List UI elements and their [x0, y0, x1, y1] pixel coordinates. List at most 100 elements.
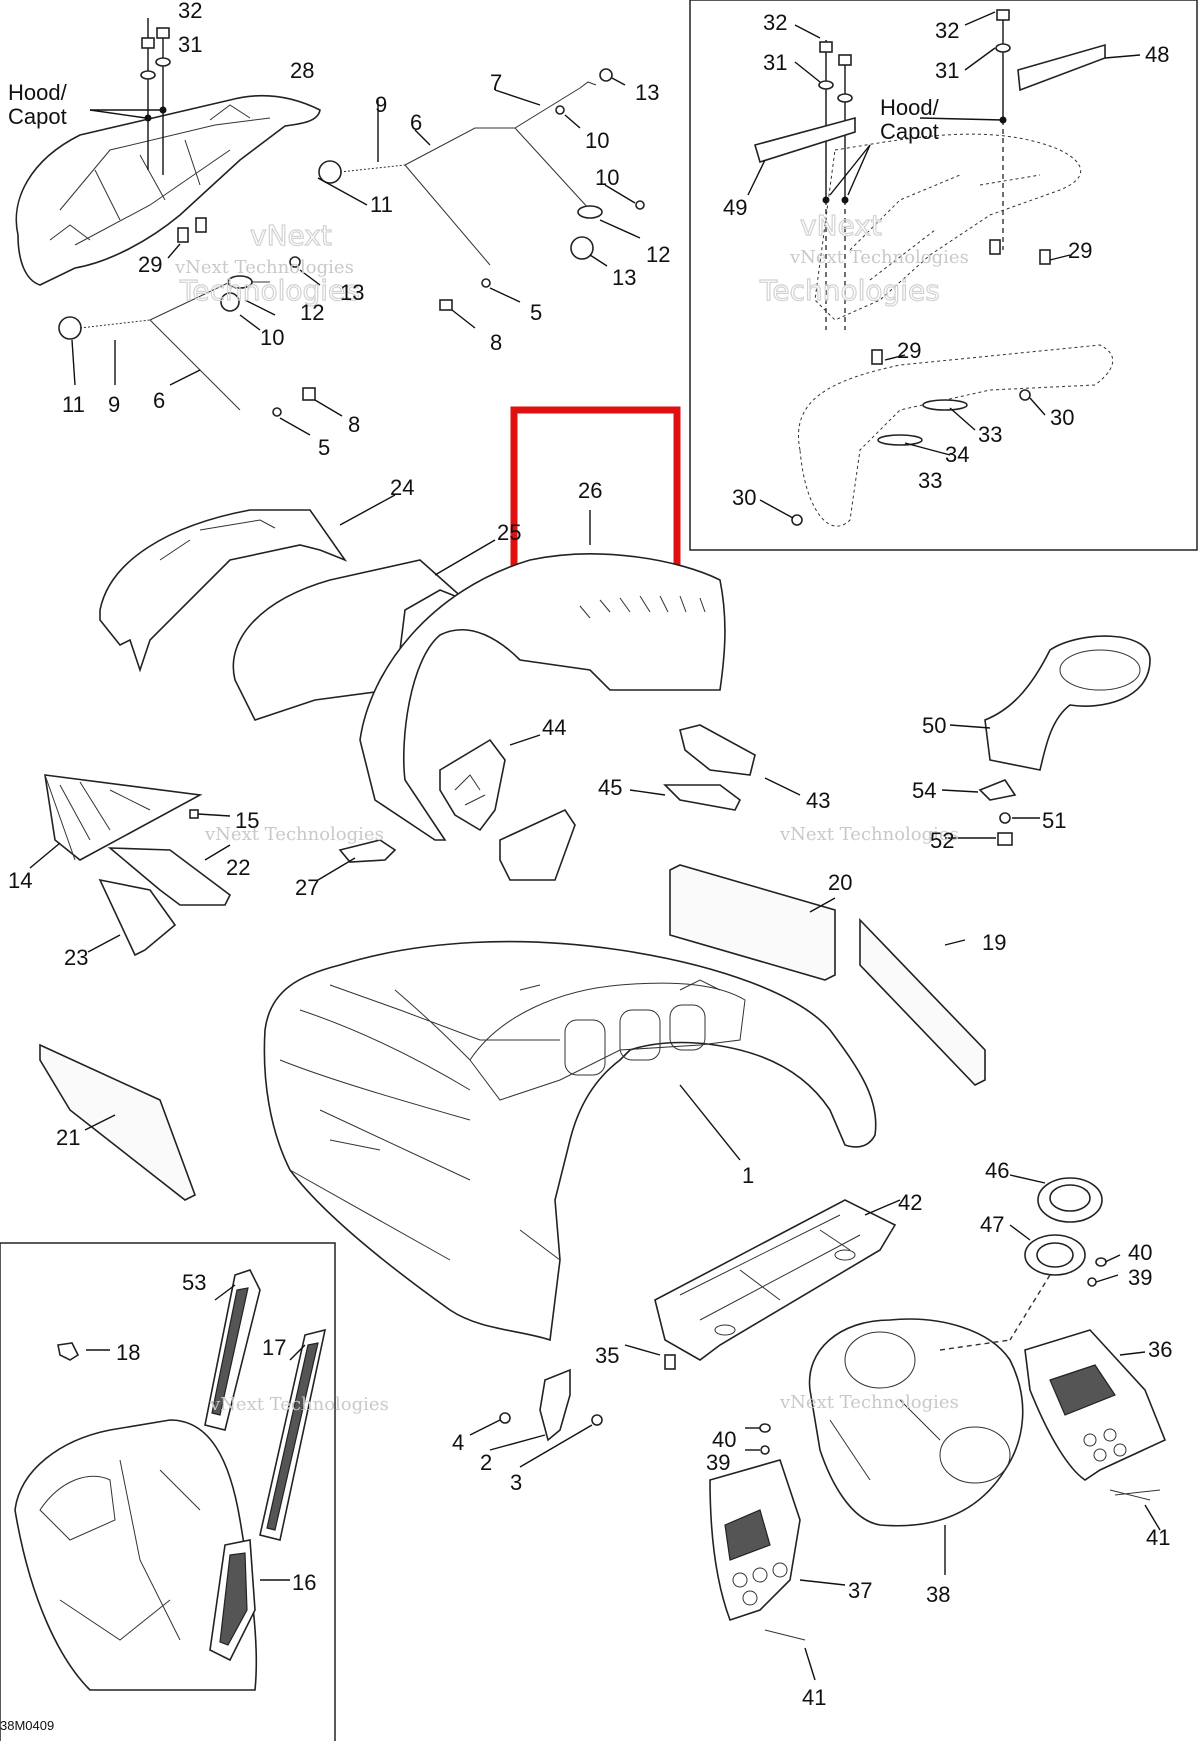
clip-part-18 [57, 1342, 110, 1361]
callout-43: 43 [806, 788, 830, 813]
callout-19: 19 [982, 930, 1006, 955]
callout-14: 14 [8, 868, 32, 893]
grip-strip-part-53 [204, 1269, 261, 1431]
callout-10: 10 [260, 325, 284, 350]
inset-box-side-panel [0, 1242, 336, 1741]
hood-cable-assembly-upper [317, 68, 645, 329]
callout-46: 46 [985, 1158, 1009, 1183]
callout-22: 22 [226, 855, 250, 880]
callout-36: 36 [1148, 1337, 1172, 1362]
callout-52: 52 [930, 828, 954, 853]
callout-16: 16 [292, 1570, 316, 1595]
callout-39: 39 [1128, 1265, 1152, 1290]
hood-label-right: Hood/ Capot [880, 95, 940, 144]
foam-pad-part-19 [859, 918, 986, 1086]
vent-panel-part-37 [709, 1459, 846, 1681]
callout-11: 11 [62, 392, 85, 417]
callout-2: 2 [480, 1450, 492, 1475]
callout-30: 30 [1050, 405, 1074, 430]
screws-40-39-right [1087, 1254, 1121, 1287]
callout-8: 8 [490, 330, 502, 355]
callout-40: 40 [1128, 1240, 1152, 1265]
bolts-29-left [167, 217, 207, 259]
lens-part-14 [29, 774, 203, 869]
callout-32: 32 [763, 10, 787, 35]
callout-37: 37 [848, 1578, 872, 1603]
clip-part-43 [679, 724, 801, 796]
callout-38: 38 [926, 1582, 950, 1607]
callout-31: 31 [935, 58, 959, 83]
bolt-part-35 [624, 1344, 676, 1370]
callout-41: 41 [802, 1685, 826, 1710]
pad-part-45 [499, 784, 742, 881]
callout-47: 47 [980, 1212, 1004, 1237]
svg-text:Technologies: Technologies [179, 274, 360, 307]
callout-44: 44 [542, 715, 566, 740]
svg-text:vNext Technologies: vNext Technologies [789, 247, 969, 268]
callout-24: 24 [390, 475, 414, 500]
callout-29: 29 [897, 338, 921, 363]
callout-11: 11 [370, 192, 393, 217]
screws-40-39-lower [745, 1423, 771, 1455]
panel-part-26 [359, 510, 726, 841]
callout-12: 12 [300, 300, 324, 325]
callout-15: 15 [235, 808, 259, 833]
callout-31: 31 [178, 32, 202, 57]
callout-28: 28 [290, 58, 314, 83]
callout-32: 32 [178, 0, 202, 23]
seat-side-panel [14, 1419, 258, 1691]
callout-53: 53 [182, 1270, 206, 1295]
svg-text:vNext Technologies: vNext Technologies [204, 824, 384, 845]
callout-5: 5 [530, 300, 542, 325]
callout-4: 4 [452, 1430, 464, 1455]
callout-9: 9 [108, 392, 120, 417]
grip-pad-part-16 [209, 1539, 290, 1662]
grip-strip-part-17 [259, 1328, 327, 1541]
callout-3: 3 [510, 1470, 522, 1495]
hood-label-left: Hood/ Capot [8, 80, 68, 129]
watermark-group: vNext Technologies vNext Technologies vN… [174, 208, 969, 1415]
bolt-stack-32-31-left [89, 18, 171, 175]
callout-40: 40 [712, 1427, 736, 1452]
callout-17: 17 [262, 1335, 286, 1360]
callout-9: 9 [375, 92, 387, 117]
trim-part-23 [87, 878, 177, 957]
drawing-code: 38M0409 [0, 1718, 55, 1733]
foam-pad-part-20 [669, 864, 836, 981]
callout-1: 1 [742, 1163, 754, 1188]
callout-20: 20 [828, 870, 852, 895]
callout-21: 21 [56, 1125, 80, 1150]
callout-25: 25 [497, 520, 521, 545]
callout-13: 13 [340, 280, 364, 305]
bracket-part-44 [439, 734, 541, 832]
callout-49: 49 [723, 195, 747, 220]
svg-text:vNext: vNext [250, 219, 332, 252]
hood-part-1 [263, 940, 877, 1342]
callout-33: 33 [978, 422, 1002, 447]
callout-45: 45 [598, 775, 622, 800]
svg-text:Capot: Capot [8, 104, 67, 129]
callout-39: 39 [706, 1450, 730, 1475]
callout-27: 27 [295, 875, 319, 900]
svg-text:Hood/: Hood/ [880, 95, 940, 120]
svg-text:vNext Technologies: vNext Technologies [779, 824, 959, 845]
callout-32: 32 [935, 18, 959, 43]
callout-50: 50 [922, 713, 946, 738]
callout-30: 30 [732, 485, 756, 510]
ring-part-46 [1009, 1174, 1103, 1223]
callout-35: 35 [595, 1343, 619, 1368]
svg-text:Technologies: Technologies [759, 274, 940, 307]
inset-box-hood-bracket [689, 0, 1198, 551]
callout-18: 18 [116, 1340, 140, 1365]
callout-41: 41 [1146, 1525, 1170, 1550]
callout-6: 6 [410, 110, 422, 135]
foam-pad-part-21 [39, 1043, 196, 1201]
hood-cable-assembly-lower [58, 256, 343, 436]
callout-34: 34 [945, 442, 969, 467]
seal-part-27 [317, 839, 397, 881]
svg-text:vNext Technologies: vNext Technologies [209, 1394, 389, 1415]
gauge-housing-part-38 [808, 1274, 1051, 1575]
svg-text:vNext Technologies: vNext Technologies [779, 1392, 959, 1413]
